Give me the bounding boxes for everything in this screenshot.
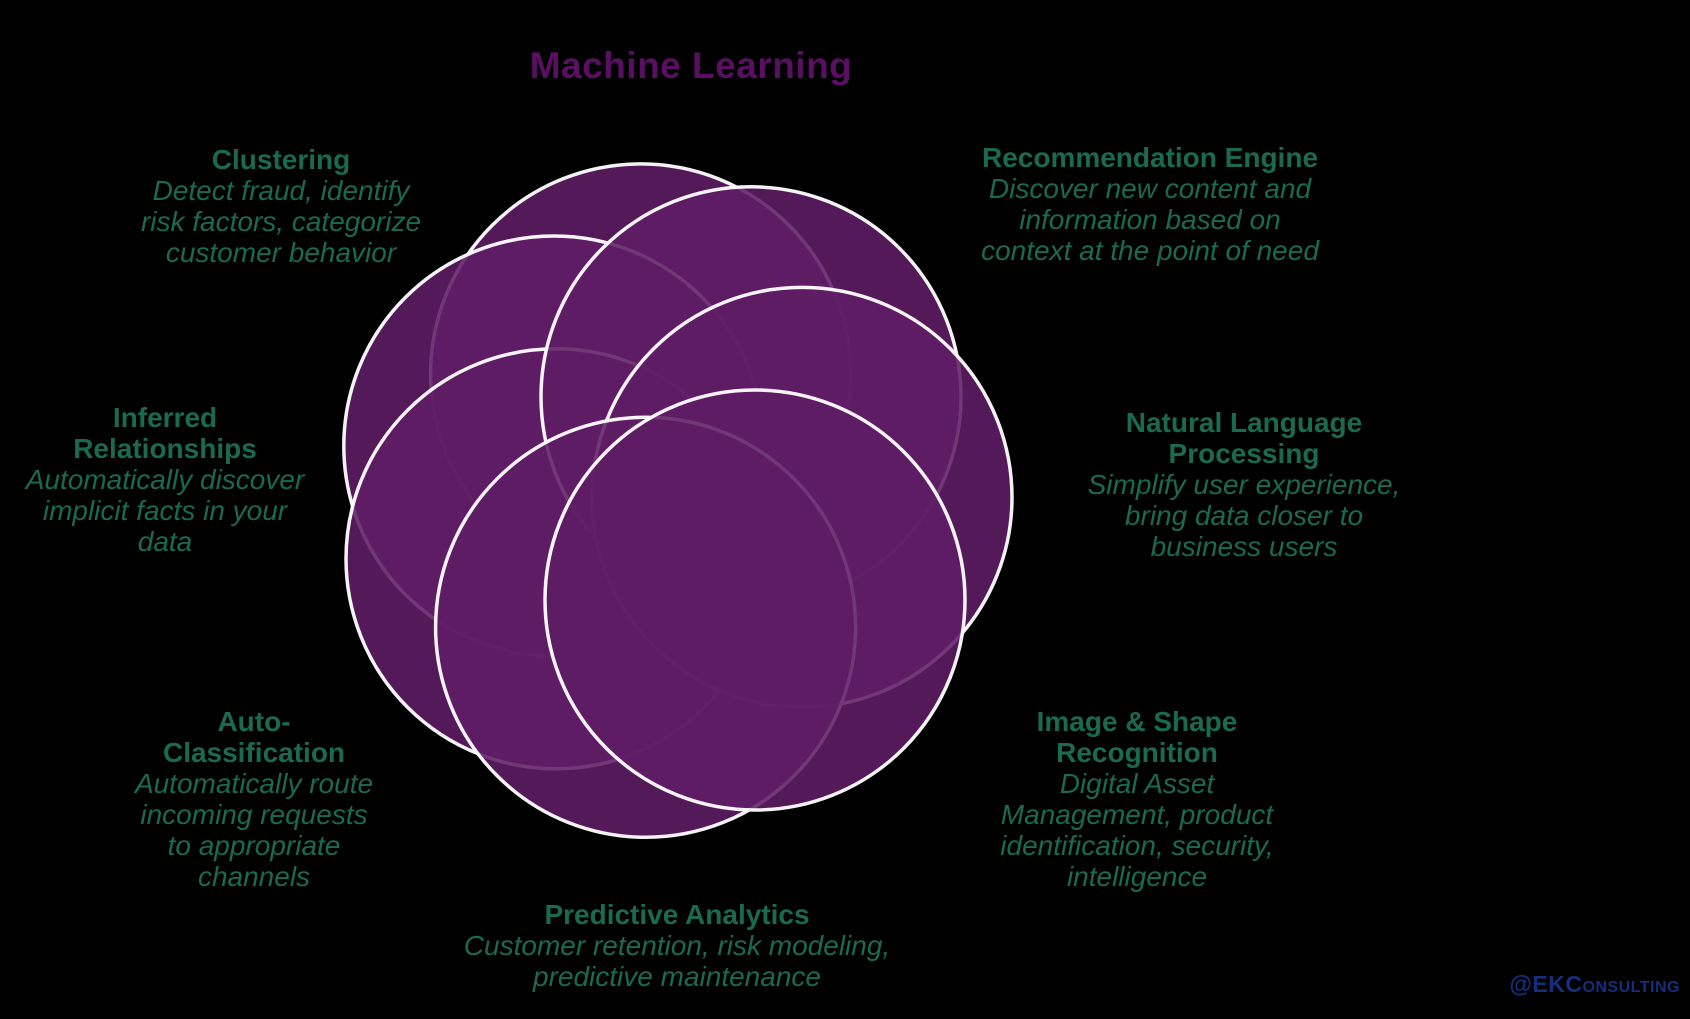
page-title: Machine Learning xyxy=(529,45,853,86)
label-inferred-relationships-heading: Inferred Relationships xyxy=(73,402,257,464)
watermark-ekconsulting: @EKConsulting xyxy=(1509,971,1680,997)
label-inferred-relationships-description: Automatically discover implicit facts in… xyxy=(25,464,305,557)
label-clustering: Clustering Detect fraud, identify risk f… xyxy=(81,144,481,268)
label-predictive-analytics-description: Customer retention, risk modeling, predi… xyxy=(463,930,891,992)
label-natural-language-processing-description: Simplify user experience, bring data clo… xyxy=(1087,469,1401,562)
label-auto-classification-description: Automatically route incoming requests to… xyxy=(134,768,374,892)
rosette-circle xyxy=(543,388,967,812)
label-image-shape-recognition-heading: Image & Shape Recognition xyxy=(1036,706,1238,768)
label-natural-language-processing-heading: Natural Language Processing xyxy=(1125,407,1363,469)
label-recommendation-engine: Recommendation Engine Discover new conte… xyxy=(950,142,1350,266)
label-inferred-relationships: Inferred Relationships Automatically dis… xyxy=(0,402,330,557)
label-natural-language-processing: Natural Language Processing Simplify use… xyxy=(1044,407,1444,562)
label-predictive-analytics-heading: Predictive Analytics xyxy=(544,899,810,930)
label-image-shape-recognition: Image & Shape Recognition Digital Asset … xyxy=(937,706,1337,892)
label-recommendation-engine-description: Discover new content and information bas… xyxy=(981,173,1319,266)
label-image-shape-recognition-description: Digital Asset Management, product identi… xyxy=(1000,768,1274,892)
label-predictive-analytics: Predictive Analytics Customer retention,… xyxy=(427,899,927,992)
label-recommendation-engine-heading: Recommendation Engine xyxy=(981,142,1319,173)
label-auto-classification-heading: Auto- Classification xyxy=(162,706,346,768)
label-clustering-description: Detect fraud, identify risk factors, cat… xyxy=(140,175,422,268)
label-auto-classification: Auto- Classification Automatically route… xyxy=(54,706,454,892)
label-clustering-heading: Clustering xyxy=(211,144,351,175)
